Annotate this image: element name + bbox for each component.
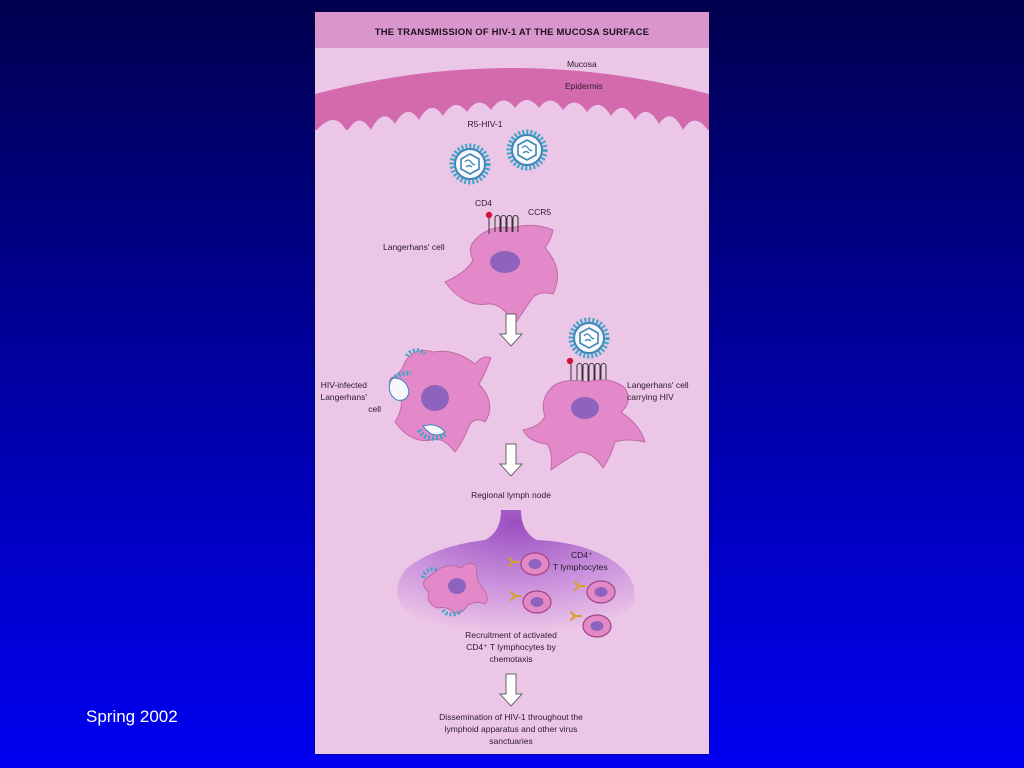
langerhans-cell-icon (444, 224, 558, 325)
label-recruitment-2: CD4⁺ T lymphocytes by (466, 642, 556, 652)
label-carrying-2: carrying HIV (627, 392, 674, 402)
label-infected-2: Langerhans' (320, 392, 367, 402)
label-infected-3: cell (368, 404, 381, 414)
infected-cell-icon (421, 562, 488, 617)
t-cell-icon (520, 552, 550, 576)
label-infected-1: HIV-infected (321, 380, 368, 390)
label-langerhans-cell: Langerhans' cell (383, 242, 445, 252)
label-carrying-1: Langerhans' cell (627, 380, 689, 390)
label-t-cells-1: CD4⁺ (571, 550, 593, 560)
label-dissemination-3: sanctuaries (489, 736, 532, 746)
hiv-transmission-figure: THE TRANSMISSION OF HIV-1 AT THE MUCOSA … (315, 12, 709, 754)
arrow-down-icon (498, 443, 524, 477)
label-dissemination-2: lymphoid apparatus and other virus (445, 724, 578, 734)
label-mucosa: Mucosa (567, 59, 597, 69)
virus-icon (452, 146, 488, 182)
slide-footer: Spring 2002 (86, 707, 178, 726)
label-recruitment-3: chemotaxis (490, 654, 533, 664)
figure-title: THE TRANSMISSION OF HIV-1 AT THE MUCOSA … (375, 27, 650, 38)
infected-cell-icon (388, 348, 492, 453)
label-t-cells-2: T lymphocytes (553, 562, 608, 572)
label-ccr5: CCR5 (528, 207, 551, 217)
label-dissemination-1: Dissemination of HIV-1 throughout the (439, 712, 583, 722)
t-cell-icon (586, 580, 616, 604)
arrow-down-icon (498, 313, 524, 347)
label-lymph-node: Regional lymph node (471, 490, 551, 500)
label-cd4: CD4 (475, 198, 492, 208)
label-recruitment-1: Recruitment of activated (465, 630, 557, 640)
t-cell-icon (582, 614, 612, 638)
label-virus: R5-HIV-1 (468, 119, 503, 129)
arrow-down-icon (498, 673, 524, 707)
carrying-cell-icon (522, 379, 646, 472)
receptor-cluster (485, 211, 519, 234)
virus-icon (571, 320, 607, 356)
receptor-cluster (566, 357, 607, 384)
t-cell-icon (522, 590, 552, 614)
title-band (315, 12, 709, 48)
diagram-canvas: THE TRANSMISSION OF HIV-1 AT THE MUCOSA … (315, 12, 709, 746)
label-epidermis: Epidermis (565, 81, 603, 91)
